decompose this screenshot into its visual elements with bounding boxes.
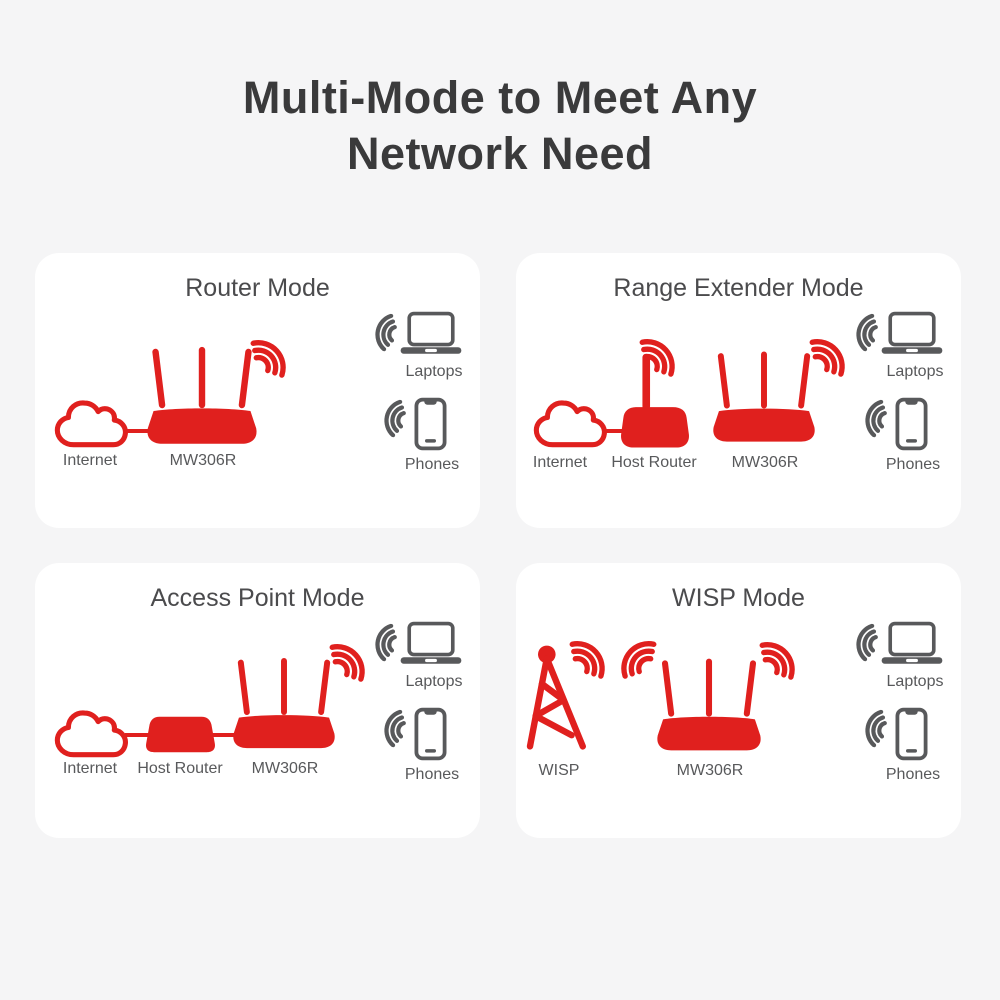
laptops-label: Laptops [405,363,463,380]
panel-router-mode-title: Router Mode [185,274,330,302]
panel-access-point-mode-title: Access Point Mode [150,584,365,612]
wifi-signal-icon [639,339,675,377]
internet-label: Internet [62,452,118,469]
laptops-label: Laptops [886,673,944,690]
wifi-signal-icon [375,313,397,352]
panel-router-mode: Router Mode Laptops Phones Internet MW30 [35,253,480,528]
wifi-signal-icon [865,709,887,748]
device-label: MW306R [169,452,237,469]
wifi-signal-icon [384,709,406,748]
smartphone-icon [414,707,447,761]
laptop-icon [881,311,943,354]
internet-label: Internet [62,760,118,777]
wifi-signal-icon [329,644,365,682]
page-title-line1: Multi-Mode to Meet Any [242,72,758,123]
wifi-signal-icon [809,339,845,377]
smartphone-icon [414,397,447,451]
wifi-signal-icon [569,641,605,679]
laptop-icon [881,621,943,664]
wifi-signal-icon [375,623,397,662]
smartphone-icon [895,397,928,451]
wifi-signal-icon [621,641,657,679]
wifi-signal-icon [865,399,887,438]
wifi-signal-icon [250,340,286,378]
wifi-signal-icon [856,623,878,662]
wired-link [604,429,630,433]
internet-cloud-icon [533,400,607,448]
panel-range-extender-mode: Range Extender Mode Laptops [516,253,961,528]
laptops-label: Laptops [405,673,463,690]
panel-wisp-mode-title: WISP Mode [672,584,805,612]
laptop-icon [400,311,462,354]
radio-tower-icon [526,645,586,750]
wifi-router-icon [233,657,335,749]
device-label: MW306R [731,454,799,471]
wifi-signal-icon [759,642,795,680]
phones-label: Phones [885,456,941,473]
internet-cloud-icon [54,400,128,448]
phones-label: Phones [885,766,941,783]
wifi-router-icon [657,658,761,751]
host-router-icon [146,716,215,753]
phones-label: Phones [404,456,460,473]
wifi-router-icon [713,351,815,442]
panel-wisp-mode: WISP Mode Laptops [516,563,961,838]
host-router-icon [621,353,689,448]
wired-link [127,429,159,433]
laptop-icon [400,621,462,664]
host-router-label: Host Router [137,760,223,777]
laptops-label: Laptops [886,363,944,380]
wifi-signal-icon [856,313,878,352]
phones-label: Phones [404,766,460,783]
device-label: MW306R [251,760,319,777]
wifi-signal-icon [384,399,406,438]
page-title-line2: Network Need [346,127,654,179]
wifi-router-icon [147,346,257,444]
smartphone-icon [895,707,928,761]
host-router-label: Host Router [611,454,697,471]
wisp-label: WISP [538,762,580,779]
internet-cloud-icon [54,710,128,758]
panel-range-extender-mode-title: Range Extender Mode [613,274,864,302]
device-label: MW306R [676,762,744,779]
panel-access-point-mode: Access Point Mode Laptops Phones [35,563,480,838]
page-title: Multi-Mode to Meet Any Network Need [0,70,1000,182]
internet-label: Internet [532,454,588,471]
